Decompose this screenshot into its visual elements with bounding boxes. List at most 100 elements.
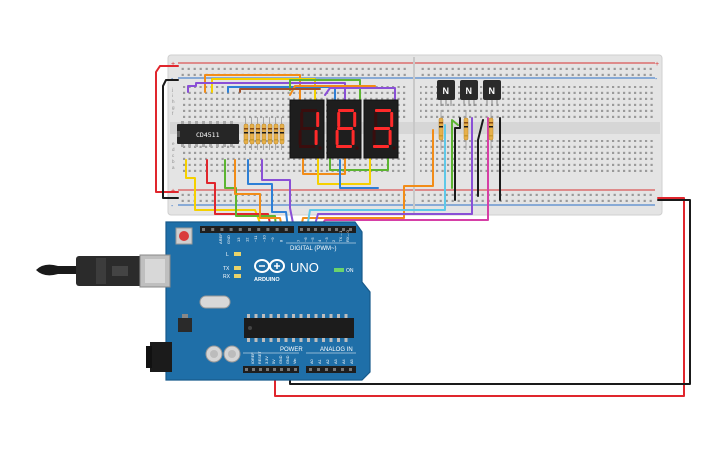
power-label: POWER: [280, 347, 303, 353]
resistor: [255, 123, 261, 145]
wire-red-5v: [274, 197, 685, 397]
digital-pin-label: TX→1: [338, 230, 343, 242]
power-pin-label: 3.3V: [265, 356, 269, 364]
arduino-logo: [254, 259, 285, 273]
wire-green-display: [329, 157, 389, 171]
segment-e: [298, 130, 302, 145]
analog-pin-label: A0: [310, 359, 314, 364]
power-pin-label: GND: [286, 355, 290, 364]
row-letter: j: [171, 87, 173, 92]
segment-b: [316, 112, 320, 127]
brand-label: ARDUINO: [254, 277, 280, 283]
wire-black-t-emitter: [454, 117, 461, 201]
segment-d: [336, 145, 352, 148]
wire-blue-d9: [247, 159, 289, 229]
digital-pin-label: RX←0: [345, 229, 350, 242]
resistor: [273, 123, 279, 145]
digital-pin-label: ~10: [262, 234, 267, 242]
npn-transistor: N: [437, 80, 455, 106]
row-letter: b: [172, 159, 175, 164]
rail-minus-label-bottom: -: [171, 203, 174, 210]
segment-f: [300, 112, 304, 127]
digital-pin-label: ~6: [303, 237, 308, 242]
row-letter: d: [172, 147, 175, 152]
wire-green-top: [289, 79, 361, 101]
model-label: UNO: [290, 260, 319, 275]
decimal-point: [392, 146, 396, 150]
wire-green-t: [451, 119, 459, 189]
row-letter: h: [172, 99, 175, 104]
wire-orange-top-right: [289, 85, 376, 96]
wire-brown-top: [239, 88, 321, 93]
npn-transistor: N: [460, 80, 478, 106]
segment-g: [337, 127, 353, 130]
segment-d: [299, 145, 315, 148]
wire-orange-d10: [234, 159, 283, 229]
power-jack: [150, 342, 172, 372]
digital-pin-label: 4: [317, 239, 322, 242]
segment-d: [373, 145, 389, 148]
pin-label: AREF: [218, 233, 223, 244]
row-letter: c: [172, 153, 175, 158]
transistor-resistors: [438, 110, 494, 150]
digital-pin-label: ~5: [310, 237, 315, 242]
digital-header-right: [298, 226, 356, 233]
segment-c: [314, 130, 318, 145]
digital-pin-label: 12: [245, 237, 250, 242]
voltage-regulator: [178, 318, 192, 332]
power-pin-label: GND: [279, 355, 283, 364]
resistor: [249, 123, 255, 145]
wire-purple-t2: [313, 117, 473, 229]
wire-yellow-display: [317, 157, 371, 185]
analog-pin-label: A1: [318, 359, 322, 364]
row-letter: e: [172, 141, 175, 146]
arduino-board: [165, 221, 371, 381]
power-pin-label: 5V: [272, 359, 276, 364]
led-l-label: L: [226, 252, 229, 258]
power-pin-label: IOREF: [251, 352, 255, 364]
transistor-label: N: [443, 86, 450, 96]
seven-segment-displays: [289, 99, 399, 159]
analog-pin-label: A5: [350, 359, 354, 364]
pin-label: GND: [226, 235, 231, 244]
wire-cyan-t1: [306, 124, 446, 229]
row-letter: i: [172, 93, 173, 98]
wire-black-t-emitter2: [477, 119, 484, 197]
wire-orange-display: [302, 157, 346, 175]
power-pin-label: Vin: [293, 359, 297, 364]
analog-pin-label: A2: [326, 359, 330, 364]
segment-a: [338, 109, 354, 112]
rail-plus-label-right: +: [655, 61, 659, 68]
digital-pin-label: 13: [236, 237, 241, 242]
on-label: ON: [346, 268, 354, 274]
digital-pin-label: 8: [279, 239, 284, 242]
wires: [155, 65, 691, 397]
wire-orange-t1: [300, 129, 434, 229]
segment-g: [374, 127, 390, 130]
decimal-point: [355, 146, 359, 150]
led-rx-label: RX: [223, 274, 231, 280]
segment-g: [300, 127, 316, 130]
segment-b: [353, 112, 357, 127]
wire-purple-top: [324, 87, 396, 103]
segment-c: [351, 130, 355, 145]
wire-purple-d8: [261, 159, 295, 229]
ic-label: CD4511: [196, 131, 220, 139]
digital-pin-label: ~9: [270, 237, 275, 242]
segment-e: [335, 130, 339, 145]
analog-pin-label: A3: [334, 359, 338, 364]
rail-plus-label: +: [171, 61, 175, 68]
segment-a: [375, 109, 391, 112]
segment-b: [390, 112, 394, 127]
digital-pin-label: 2: [331, 239, 336, 242]
decimal-point: [318, 146, 322, 150]
analog-header: [306, 366, 356, 373]
wire-black-left-rail: [162, 79, 179, 199]
segment-e: [372, 130, 376, 145]
rail-minus-label-right: -: [655, 76, 658, 83]
